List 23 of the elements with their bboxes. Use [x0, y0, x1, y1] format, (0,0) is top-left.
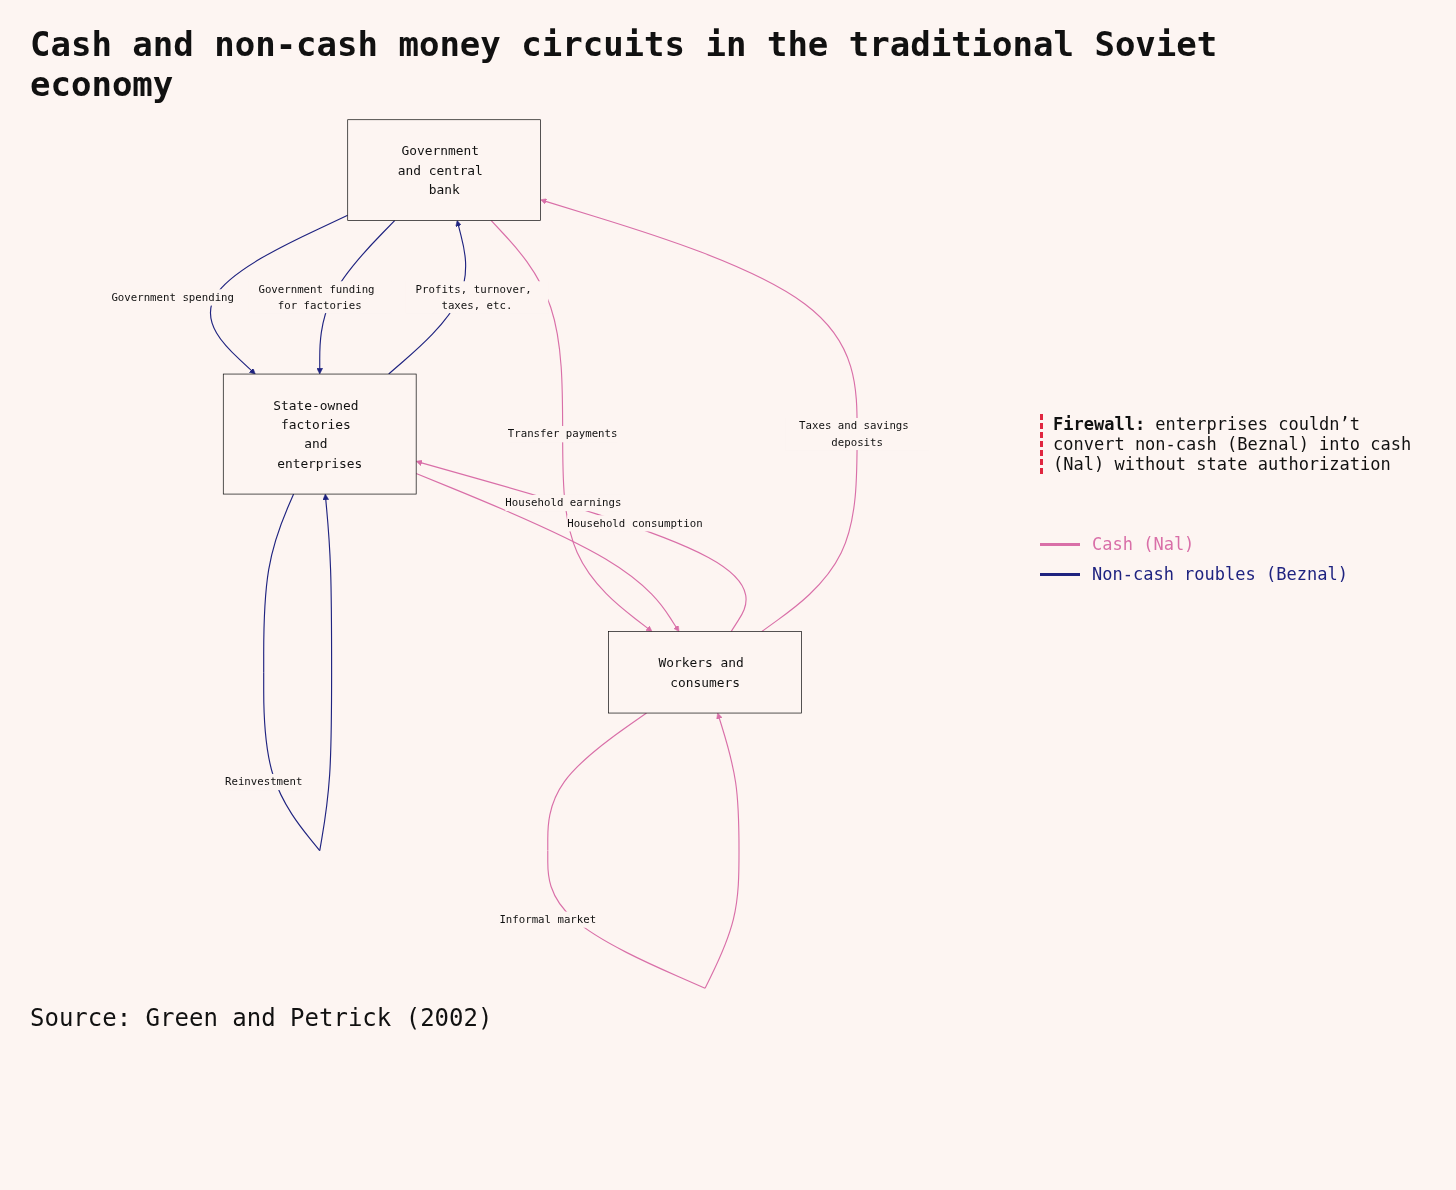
arrow: [490, 219, 653, 632]
edge-label: Household earnings: [505, 496, 622, 510]
note: Firewall: enterprises couldn’t convert non-cash (Beznal) into cash (Nal) without state authorization: [1040, 414, 1420, 474]
title: Cash and non-cash money circuits in the traditional Soviet economy: [30, 24, 1219, 104]
arrow: [540, 198, 858, 633]
edge-label: Household consumption: [567, 516, 703, 530]
legend-label: Cash (Nal): [1092, 534, 1195, 554]
edge-label: Taxes and savings deposits: [799, 419, 909, 449]
edge-label: Reinvestment: [224, 775, 303, 789]
edge-label: Government funding for factories: [258, 282, 375, 312]
node-box: State-owned factories and enterprises: [222, 373, 417, 495]
edge-label: Profits, turnover, taxes, etc.: [415, 282, 532, 312]
arrow: [263, 493, 333, 852]
caption: Source: Green and Petrick (2002): [30, 1004, 494, 1032]
arrow: [415, 472, 680, 632]
edge-label: Government spending: [111, 290, 234, 304]
arrow: [547, 712, 740, 989]
edge-label: Transfer payments: [507, 427, 618, 441]
arrow: [210, 214, 349, 375]
legend-label: Non-cash roubles (Beznal): [1092, 564, 1348, 584]
node-box: Workers and consumers: [608, 631, 802, 714]
edge-label: Informal market: [499, 912, 597, 926]
node-box: Government and central bank: [347, 119, 541, 221]
